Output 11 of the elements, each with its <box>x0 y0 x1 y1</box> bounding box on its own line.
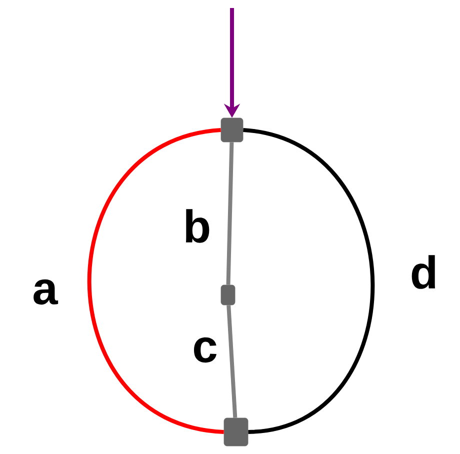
vertex-box <box>224 418 248 446</box>
edge-label: d <box>408 254 440 290</box>
edge-label: b <box>182 208 212 244</box>
edge-line <box>242 128 375 434</box>
edge-line <box>88 128 224 434</box>
edge-line <box>226 305 238 418</box>
edge-label: a <box>31 278 59 306</box>
edge-label: c <box>191 336 219 364</box>
edge-line <box>226 142 234 285</box>
vertex-box <box>220 284 236 306</box>
vertex-box <box>220 118 244 142</box>
